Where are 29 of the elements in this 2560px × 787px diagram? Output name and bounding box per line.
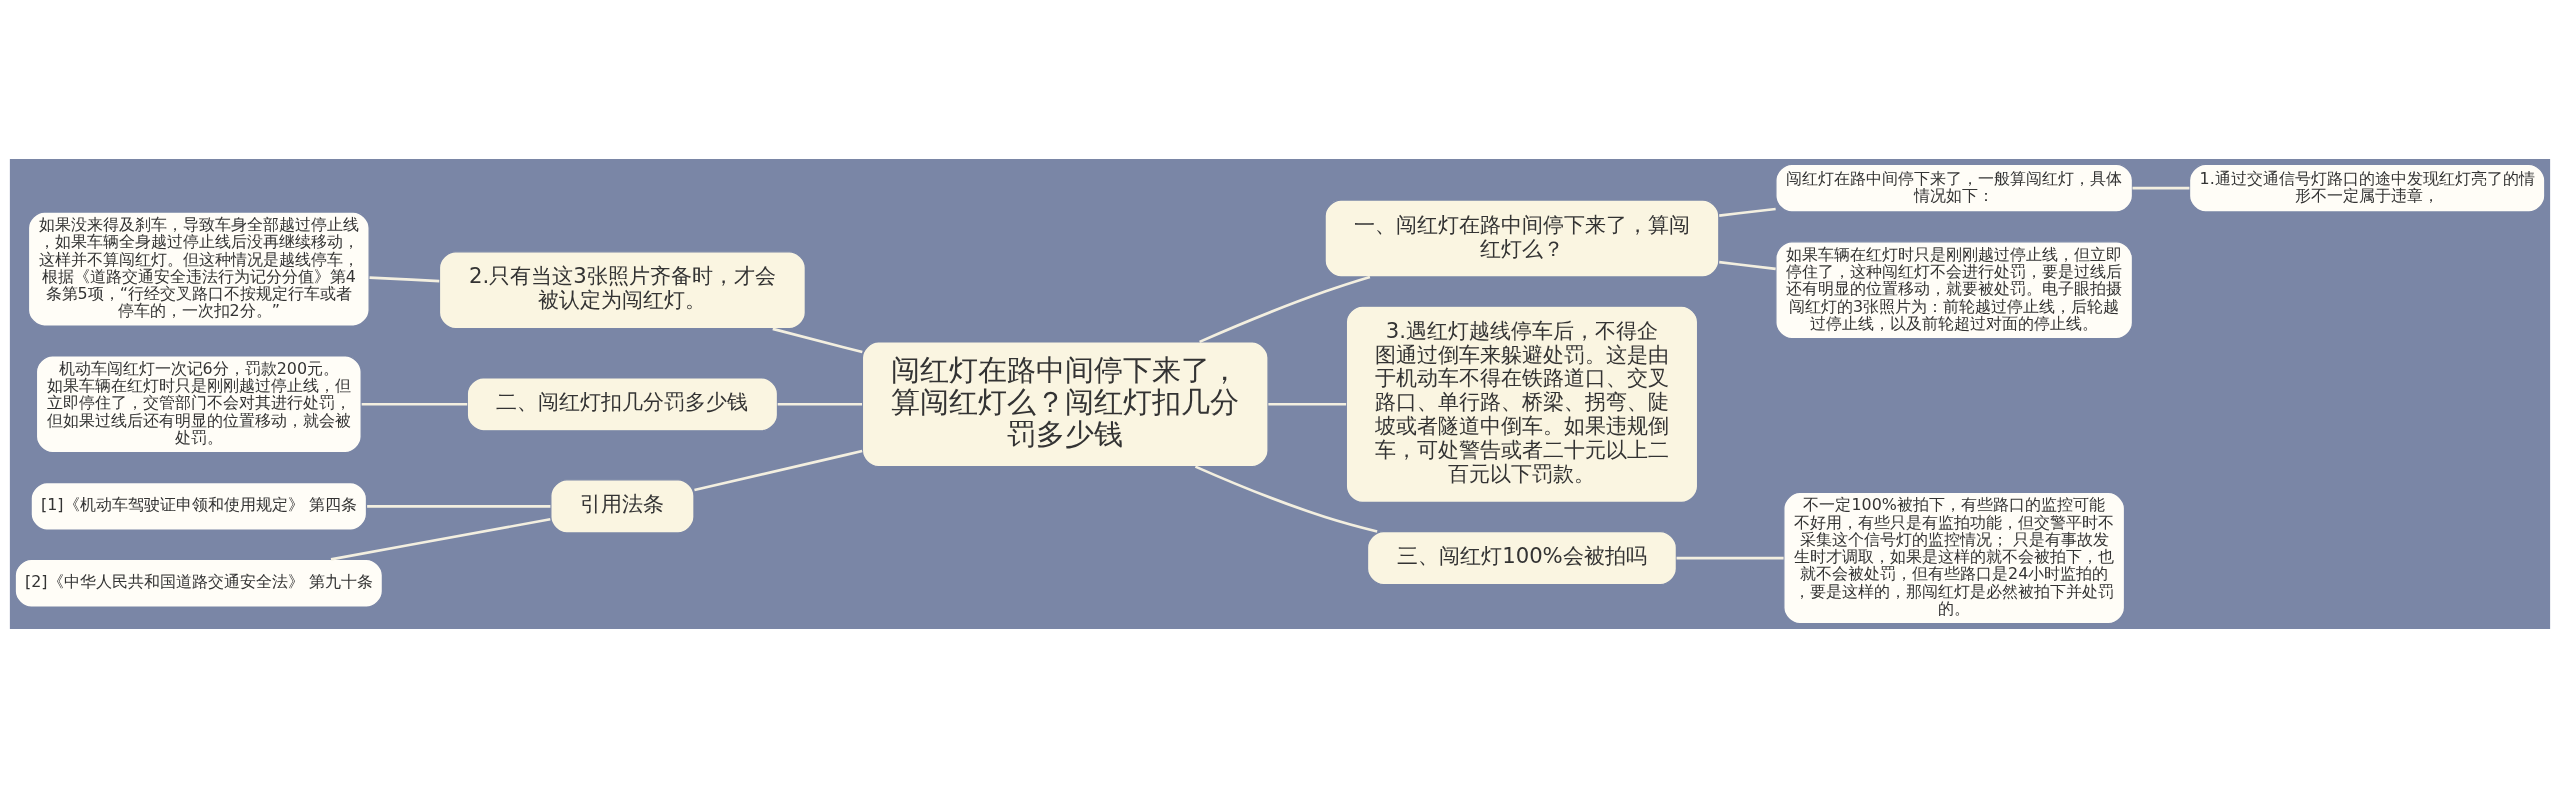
connector [367, 504, 551, 508]
connector [1676, 556, 1784, 559]
node-box: 闯红灯在路中间停下来了，一般算闯红灯，具体情况如下： [1775, 163, 2134, 213]
connector [2132, 186, 2190, 189]
connector [1199, 275, 1371, 343]
connector [1719, 260, 1776, 270]
connector [369, 275, 440, 282]
node-box: 三、闯红灯100%会被拍吗 [1366, 530, 1678, 585]
node-box: 二、闯红灯扣几分罚多少钱 [466, 376, 779, 431]
node-box: 一、闯红灯在路中间停下来了，算闯红灯么？ [1324, 198, 1720, 278]
node-box: 2.只有当这3张照片齐备时，才会被认定为闯红灯。 [438, 250, 807, 329]
node-box: 3.遇红灯越线停车后，不得企图通过倒车来躲避处罚。这是由于机动车不得在铁路道口、交叉路口、单行路、桥梁、拐弯、陡坡或者隧道中倒车。如果违规倒车，可处警告或者二十元以上二百元以下罚款。 [1345, 305, 1699, 503]
node-box: [2]《中华人民共和国道路交通安全法》 第九十条 [14, 558, 384, 608]
connector [694, 449, 863, 491]
connector [772, 327, 863, 353]
node-box: 引用法条 [550, 478, 695, 534]
connector [1719, 207, 1776, 217]
connector [1194, 464, 1378, 533]
connector [1268, 402, 1347, 406]
node-box: 1.通过交通信号灯路口的途中发现红灯亮了的情形不一定属于违章， [2188, 163, 2546, 213]
node-box: 机动车闯红灯一次记6分，罚款200元。如果车辆在红灯时只是刚刚越过停止线，但立即停住了，交管部门不会对其进行处罚，但如果过线后还有明显的位置移动，就会被处罚。 [35, 354, 362, 453]
node-box: [1]《机动车驾驶证申领和使用规定》 第四条 [30, 481, 368, 531]
node-box: 如果车辆在红灯时只是刚刚越过停止线，但立即停住了，这种闯红灯不会进行处罚，要是过线后还有明显的位置移动，就要被处罚。电子眼拍摄闯红灯的3张照片为：前轮越过停止线，后轮越过停止线，以及前轮超过对面的停止线。 [1775, 240, 2134, 339]
node-box: 不一定100%被拍下，有些路口的监控可能不好用，有些只是有监拍功能，但交警平时不采集这个信号灯的监控情况； 只是有事故发生时才调取，如果是这样的就不会被拍下，也就不会被处罚，但有些路口是24小时监拍的，要是这样的，那闯红灯是必然被拍下并处罚的。 [1783, 491, 2126, 624]
node-box: 闯红灯在路中间停下来了，算闯红灯么？闯红灯扣几分罚多少钱 [861, 340, 1269, 467]
connector [777, 402, 863, 406]
connector [361, 402, 468, 406]
node-box: 如果没来得及刹车，导致车身全部越过停止线，如果车辆全身越过停止线后没再继续移动，这样并不算闯红灯。但这种情况是越线停车，根据《道路交通安全违法行为记分分值》第4条第5项，“行经交叉路口不按规定行车或者停车的，一次扣2分。” [27, 210, 370, 327]
connector [330, 517, 551, 561]
